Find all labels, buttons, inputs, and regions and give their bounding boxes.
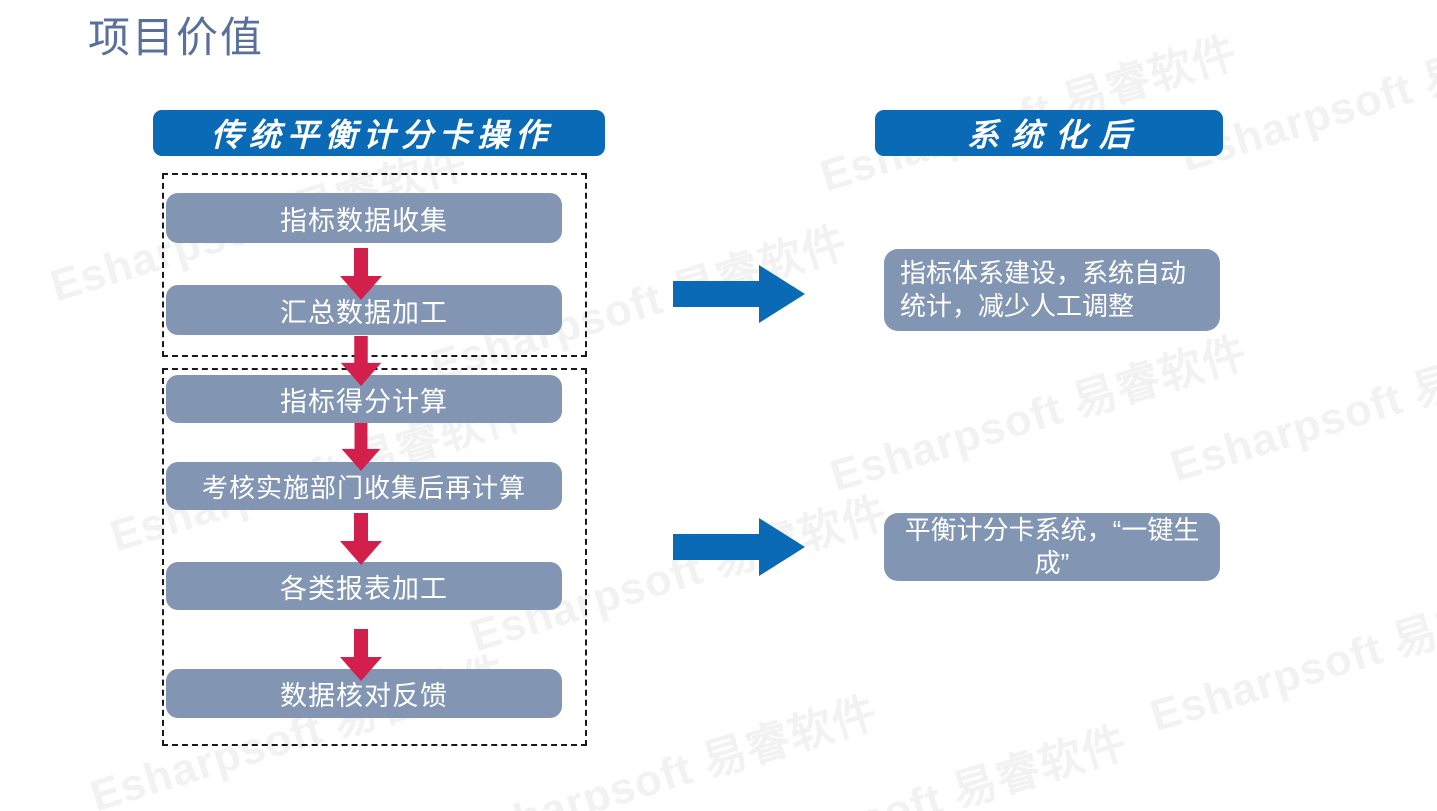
result-box-bsc-system: 平衡计分卡系统，“一键生成” (884, 513, 1220, 581)
page-title: 项目价值 (88, 14, 265, 61)
down-arrow-icon (340, 513, 382, 565)
process-step-report-processing: 各类报表加工 (166, 562, 562, 610)
banner-systemized: 系统化后 (875, 110, 1223, 156)
watermark-text: Esharpsoft 易睿软件 (824, 327, 1254, 502)
watermark-text: Esharpsoft 易睿软件 (1174, 7, 1437, 182)
watermark-text: Esharpsoft 易睿软件 (704, 717, 1134, 811)
down-arrow-icon (340, 629, 382, 681)
down-arrow-icon (341, 423, 381, 471)
process-group-a-frame (162, 173, 587, 357)
result-box-indicator-system: 指标体系建设，系统自动统计，减少人工调整 (884, 249, 1220, 331)
right-block-arrow-icon (673, 518, 805, 576)
down-arrow-icon (340, 336, 382, 386)
banner-traditional: 传统平衡计分卡操作 (153, 110, 605, 156)
watermark-text: Esharpsoft 易睿软件 (1144, 567, 1437, 742)
process-step-score-calculation: 指标得分计算 (166, 375, 562, 423)
right-block-arrow-icon (673, 265, 805, 323)
down-arrow-icon (340, 248, 382, 300)
process-step-data-collection: 指标数据收集 (166, 193, 562, 243)
watermark-text: Esharpsoft 易睿软件 (1164, 317, 1437, 492)
process-step-department-recalculation: 考核实施部门收集后再计算 (166, 462, 562, 510)
